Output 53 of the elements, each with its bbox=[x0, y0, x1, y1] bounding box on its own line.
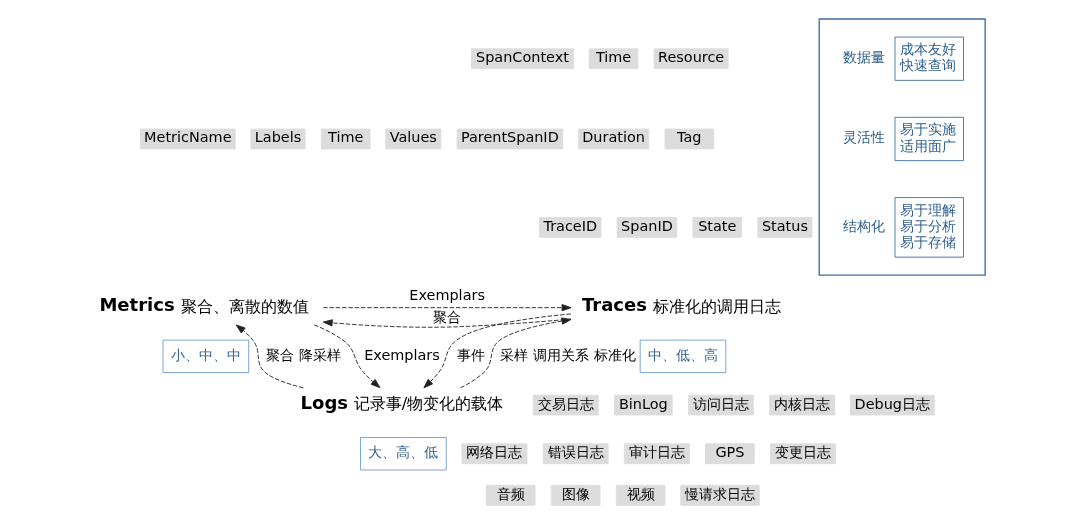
node-box: Status bbox=[756, 217, 812, 238]
node-box: Resource bbox=[653, 48, 729, 70]
node-box: SpanContext bbox=[470, 48, 574, 70]
node-text: Metrics 聚合、离散的数值 bbox=[98, 294, 310, 316]
node-box: Duration bbox=[577, 128, 649, 150]
edge-label: 事件 bbox=[456, 346, 485, 363]
edge-label: Exemplars bbox=[408, 287, 485, 304]
node-box: 小、中、中 bbox=[162, 339, 249, 374]
cluster bbox=[818, 18, 986, 276]
arrow bbox=[422, 313, 571, 389]
node-box: BinLog bbox=[613, 394, 673, 416]
arrow bbox=[313, 324, 380, 389]
node-box: Time bbox=[320, 128, 370, 150]
node-box: State bbox=[691, 217, 742, 238]
node-box: 视频 bbox=[615, 484, 665, 506]
node-label: 数据量 bbox=[842, 49, 885, 66]
node-box: 错误日志 bbox=[542, 443, 609, 465]
node-box: 图像 bbox=[550, 484, 600, 506]
node-box: TraceID bbox=[538, 217, 601, 238]
node-box: 大、高、低 bbox=[359, 437, 447, 471]
node-box: GPS bbox=[704, 443, 755, 465]
node-box: 内核日志 bbox=[768, 394, 835, 416]
node-box: 易于理解 易于分析 易于存储 bbox=[894, 197, 964, 258]
edge-label: 聚合 降采样 bbox=[265, 346, 341, 363]
arrow bbox=[322, 318, 571, 328]
node-box: 审计日志 bbox=[623, 443, 690, 465]
node-text: Traces 标准化的调用日志 bbox=[581, 294, 781, 316]
node-box: Time bbox=[588, 48, 638, 70]
node-box: 交易日志 bbox=[532, 394, 599, 416]
node-box: MetricName bbox=[139, 128, 236, 150]
node-box: 易于实施 适用面广 bbox=[894, 116, 964, 162]
node-box: ParentSpanID bbox=[456, 128, 563, 150]
node-box: 访问日志 bbox=[687, 394, 754, 416]
node-box: Labels bbox=[250, 128, 306, 150]
node-box: 网络日志 bbox=[461, 443, 527, 465]
node-box: Debug日志 bbox=[849, 394, 935, 416]
node-label: 灵活性 bbox=[842, 129, 885, 146]
node-box: 音频 bbox=[485, 484, 536, 506]
node-box: 慢请求日志 bbox=[679, 484, 760, 506]
node-text: Logs 记录事/物变化的载体 bbox=[300, 391, 503, 414]
node-box: 中、低、高 bbox=[639, 339, 726, 374]
edge-label: 采样 调用关系 标准化 bbox=[499, 346, 636, 363]
edge-label: 聚合 bbox=[432, 308, 461, 325]
node-box: SpanID bbox=[616, 217, 677, 238]
node-box: 变更日志 bbox=[769, 443, 836, 465]
edge-label: Exemplars bbox=[363, 346, 440, 363]
node-label: 结构化 bbox=[842, 217, 885, 234]
node-box: 成本友好 快速查询 bbox=[894, 36, 964, 81]
arrow bbox=[459, 317, 571, 389]
node-box: Tag bbox=[664, 128, 714, 150]
arrow bbox=[322, 304, 571, 312]
arrow bbox=[235, 324, 304, 389]
node-box: Values bbox=[384, 128, 441, 150]
